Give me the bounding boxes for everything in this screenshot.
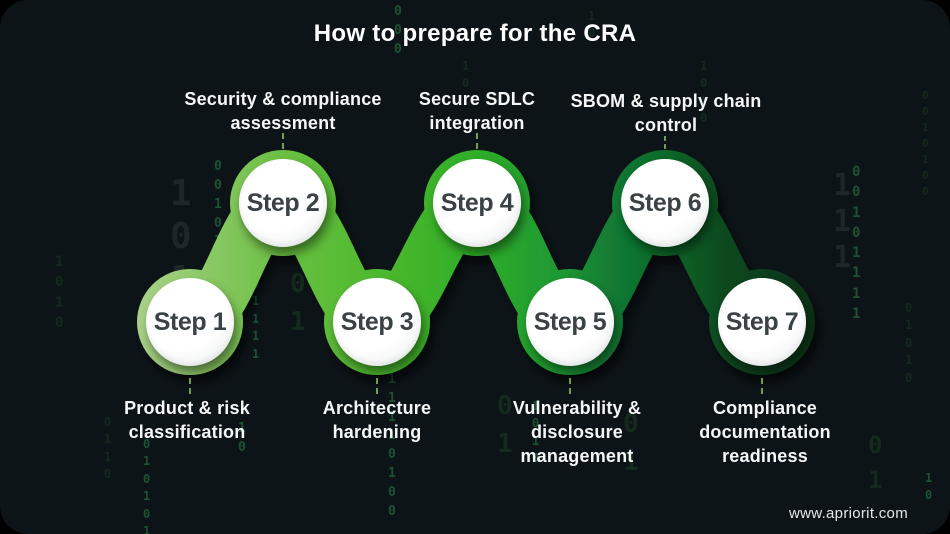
page-title: How to prepare for the CRA xyxy=(313,20,637,47)
step-circle-4: Step 4 xyxy=(433,159,521,247)
dash-connector-step-6 xyxy=(664,136,666,149)
step-2-description: Security & compliance assessment xyxy=(184,89,382,133)
step-5-description: Vulnerability & disclosure management xyxy=(512,398,642,466)
dash-connector-step-2 xyxy=(282,133,284,149)
step-circle-label: Step 6 xyxy=(628,188,702,217)
step-circle-label: Step 7 xyxy=(725,307,799,336)
dash-connector-step-7 xyxy=(761,378,763,394)
step-circle-1: Step 1 xyxy=(146,278,234,366)
step-circle-label: Step 2 xyxy=(246,188,320,217)
step-circle-6: Step 6 xyxy=(621,159,709,247)
step-circle-2: Step 2 xyxy=(239,159,327,247)
step-1-description: Product & risk classification xyxy=(124,398,250,442)
step-circle-label: Step 5 xyxy=(533,307,607,336)
step-3-description: Architecture hardening xyxy=(322,398,432,442)
step-4-description: Secure SDLC integration xyxy=(418,89,536,133)
step-7-description: Compliance documentation readiness xyxy=(699,398,831,466)
dash-connector-step-3 xyxy=(376,378,378,394)
step-circle-label: Step 4 xyxy=(440,188,514,217)
dash-connector-step-4 xyxy=(476,133,478,149)
step-6-description: SBOM & supply chain control xyxy=(570,91,762,135)
step-circle-label: Step 1 xyxy=(153,307,227,336)
dash-connector-step-1 xyxy=(189,378,191,394)
website-link[interactable]: www.apriorit.com xyxy=(789,505,908,522)
step-circle-5: Step 5 xyxy=(526,278,614,366)
step-circle-3: Step 3 xyxy=(333,278,421,366)
step-circle-7: Step 7 xyxy=(718,278,806,366)
step-circle-label: Step 3 xyxy=(340,307,414,336)
dash-connector-step-5 xyxy=(569,378,571,394)
